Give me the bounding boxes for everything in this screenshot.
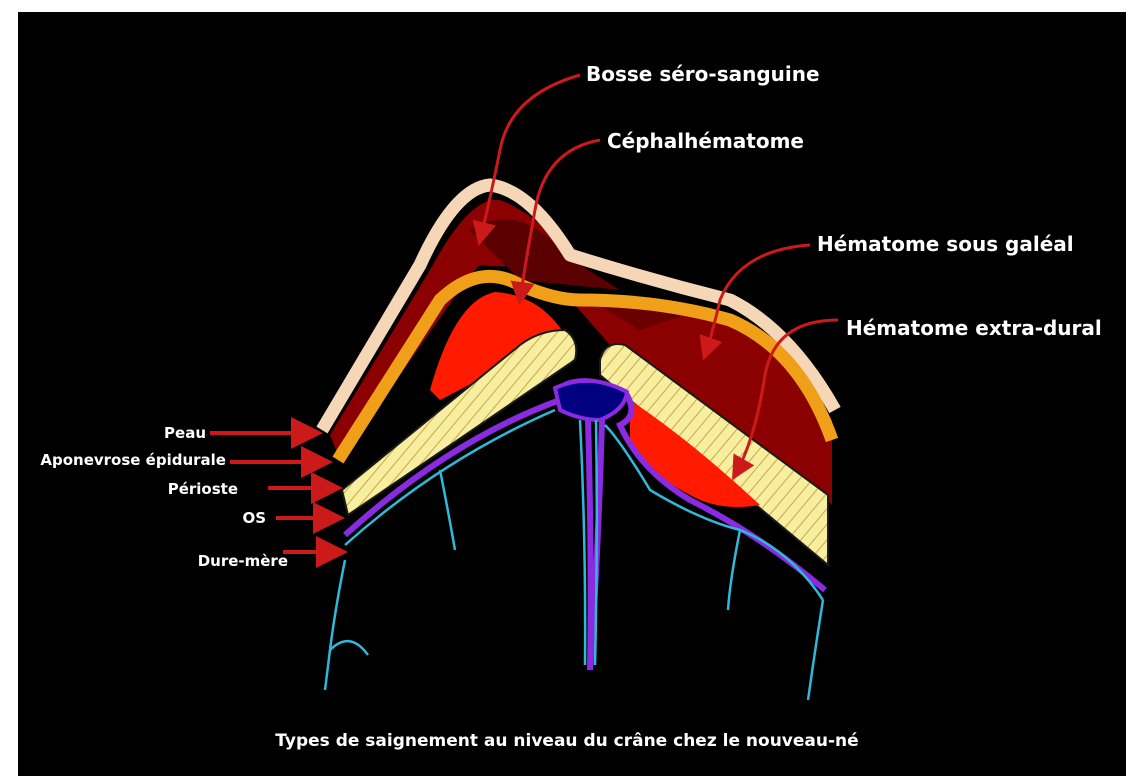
label-peau: Peau (164, 426, 206, 441)
label-os: OS (242, 511, 266, 526)
label-hematome-sous-galeal: Hématome sous galéal (817, 234, 1074, 254)
falx-sinus (555, 381, 627, 420)
label-cephalhematome: Céphalhématome (607, 131, 804, 151)
label-aponevrose-epidurale: Aponevrose épidurale (40, 453, 226, 468)
label-dure-mere: Dure-mère (198, 554, 288, 569)
label-bosse-sero-sanguine: Bosse séro-sanguine (586, 64, 820, 84)
label-hematome-extra-dural: Hématome extra-dural (846, 318, 1102, 338)
label-perioste: Périoste (168, 482, 238, 497)
diagram-caption: Types de saignement au niveau du crâne c… (0, 733, 1134, 750)
